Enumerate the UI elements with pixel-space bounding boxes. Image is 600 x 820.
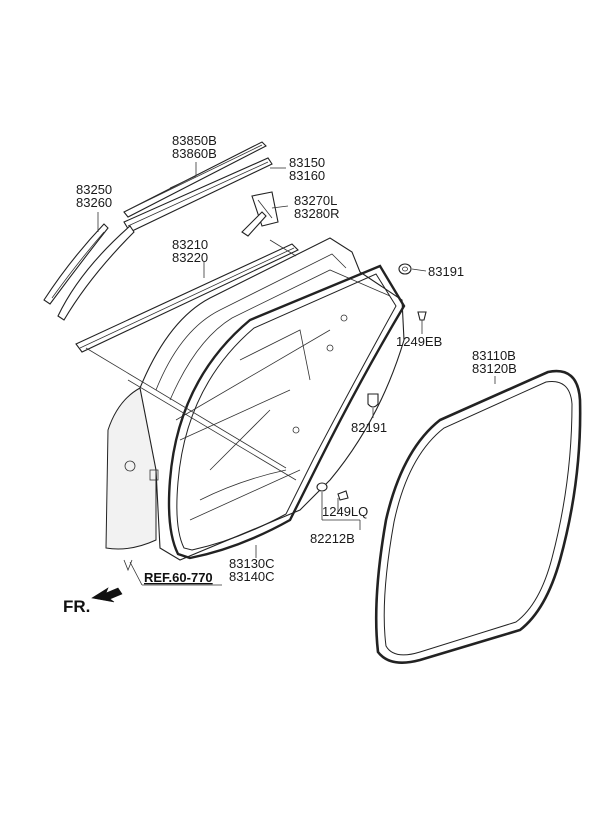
label-83130c: 83130C xyxy=(229,556,275,571)
screw-1249eb xyxy=(417,311,427,326)
door-weatherstrip xyxy=(374,369,582,664)
label-83260: 83260 xyxy=(76,195,112,210)
reference-label: REF.60-770 xyxy=(144,570,213,585)
label-83270l: 83270L xyxy=(294,193,337,208)
label-83191: 83191 xyxy=(428,264,464,279)
label-83860b: 83860B xyxy=(172,146,217,161)
label-83110b: 83110B xyxy=(472,348,516,363)
label-83280r: 83280R xyxy=(294,206,340,221)
door-frame xyxy=(105,237,405,561)
front-arrow-icon xyxy=(91,587,123,603)
label-83150: 83150 xyxy=(289,155,325,170)
leader-lines xyxy=(85,162,496,586)
label-83220: 83220 xyxy=(172,250,208,265)
label-1249eb: 1249EB xyxy=(396,334,442,349)
label-83250: 83250 xyxy=(76,182,112,197)
belt-channel xyxy=(123,157,273,233)
bolt-1249lq xyxy=(337,490,349,501)
label-83160: 83160 xyxy=(289,168,325,183)
label-83140c: 83140C xyxy=(229,569,275,584)
corner-bracket xyxy=(241,191,279,237)
retainer-clip-83191 xyxy=(398,263,412,275)
label-83120b: 83120B xyxy=(472,361,517,376)
door-body-seal xyxy=(167,264,406,560)
front-direction-label: FR. xyxy=(63,597,90,616)
label-83850b: 83850B xyxy=(172,133,217,148)
label-83210: 83210 xyxy=(172,237,208,252)
grommet-82212b xyxy=(316,482,328,492)
upper-moulding-strip xyxy=(123,141,267,218)
pillar-trim xyxy=(43,223,135,321)
label-82212b: 82212B xyxy=(310,531,355,546)
plug-82191 xyxy=(367,393,379,408)
label-1249lq: 1249LQ xyxy=(322,504,368,519)
lower-moulding xyxy=(75,243,299,353)
label-82191: 82191 xyxy=(351,420,387,435)
